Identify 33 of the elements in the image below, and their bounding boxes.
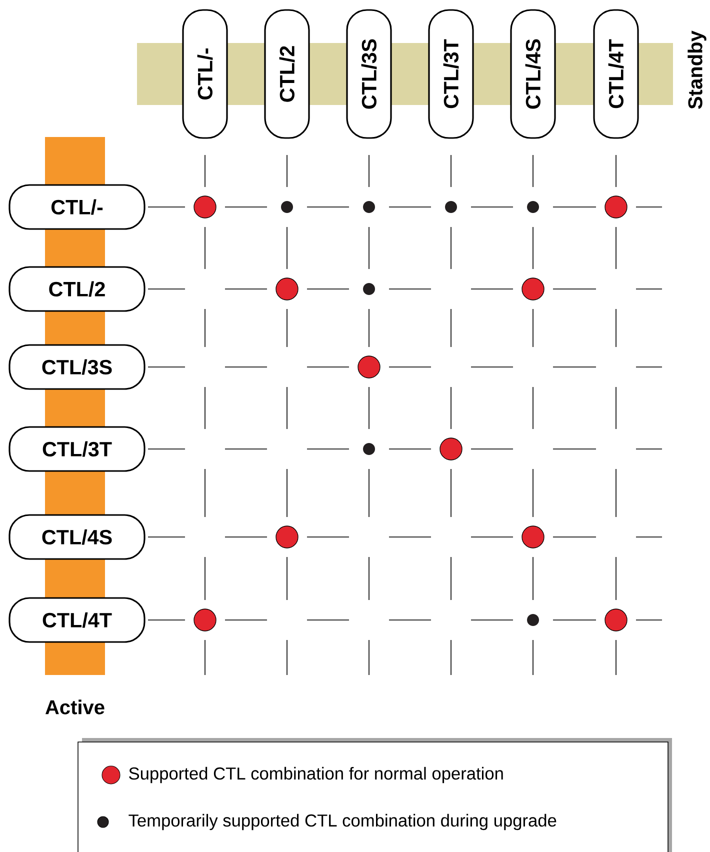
temporary-dot bbox=[527, 201, 539, 213]
supported-dot bbox=[522, 278, 544, 300]
supported-dot bbox=[276, 278, 298, 300]
label-box: CTL/- bbox=[8, 184, 146, 230]
supported-dot bbox=[276, 526, 298, 548]
label-box: CTL/4T bbox=[593, 9, 639, 139]
supported-dot bbox=[358, 356, 380, 378]
supported-dot bbox=[604, 196, 628, 218]
label-box: CTL/4T bbox=[8, 597, 146, 643]
legend-text: Temporarily supported CTL combination during upgrade bbox=[128, 814, 556, 830]
supported-dot bbox=[194, 196, 216, 218]
label-box: CTL/4S bbox=[510, 9, 556, 139]
temporary-dot bbox=[363, 443, 375, 455]
label-box: CTL/2 bbox=[264, 9, 310, 139]
label-box: CTL/3T bbox=[8, 426, 146, 472]
temporary-dot bbox=[527, 614, 539, 626]
legend-text: Supported CTL combination for normal operation bbox=[129, 766, 503, 784]
band-label: Standby bbox=[688, 30, 706, 109]
label-box: CTL/2 bbox=[8, 266, 146, 312]
label-box: CTL/3S bbox=[346, 9, 392, 139]
supported-dot bbox=[194, 608, 216, 632]
supported-dot bbox=[522, 526, 544, 548]
temporary-dot bbox=[363, 283, 375, 295]
label-box: CTL/3T bbox=[428, 9, 474, 139]
label-box: CTL/4S bbox=[8, 514, 146, 560]
temporary-dot bbox=[363, 201, 375, 213]
label-box: CTL/3S bbox=[8, 344, 146, 390]
supported-dot bbox=[440, 438, 462, 460]
temporary-dot bbox=[281, 201, 293, 213]
temporary-dot bbox=[445, 201, 457, 213]
band-label: Active bbox=[45, 700, 104, 714]
label-box: CTL/- bbox=[182, 9, 228, 139]
supported-dot bbox=[604, 608, 628, 632]
